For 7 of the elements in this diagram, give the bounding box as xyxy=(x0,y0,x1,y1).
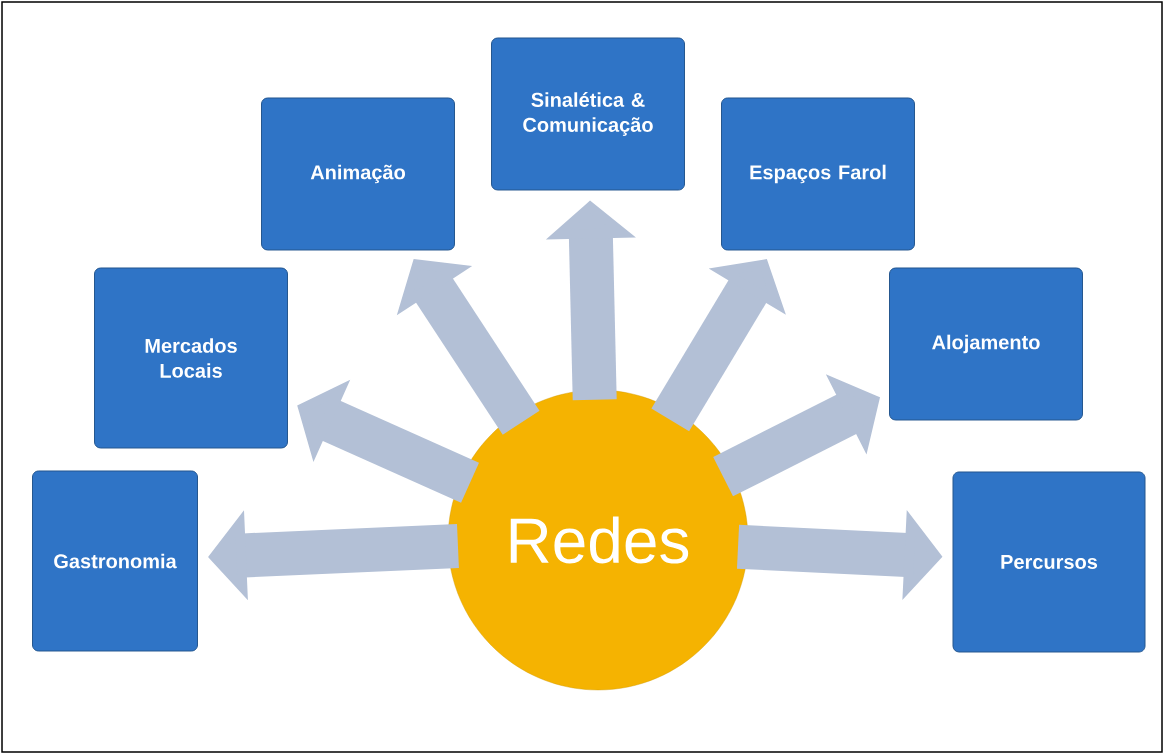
topic-box: Alojamento xyxy=(889,267,1083,421)
topic-box: Sinalética & Comunicação xyxy=(491,37,685,191)
topic-box: Percursos xyxy=(952,471,1146,653)
topic-box: Mercados Locais xyxy=(94,267,288,449)
topic-box: Espaços Farol xyxy=(721,97,915,251)
topic-box: Animação xyxy=(261,97,455,251)
topic-box: Gastronomia xyxy=(32,470,198,652)
